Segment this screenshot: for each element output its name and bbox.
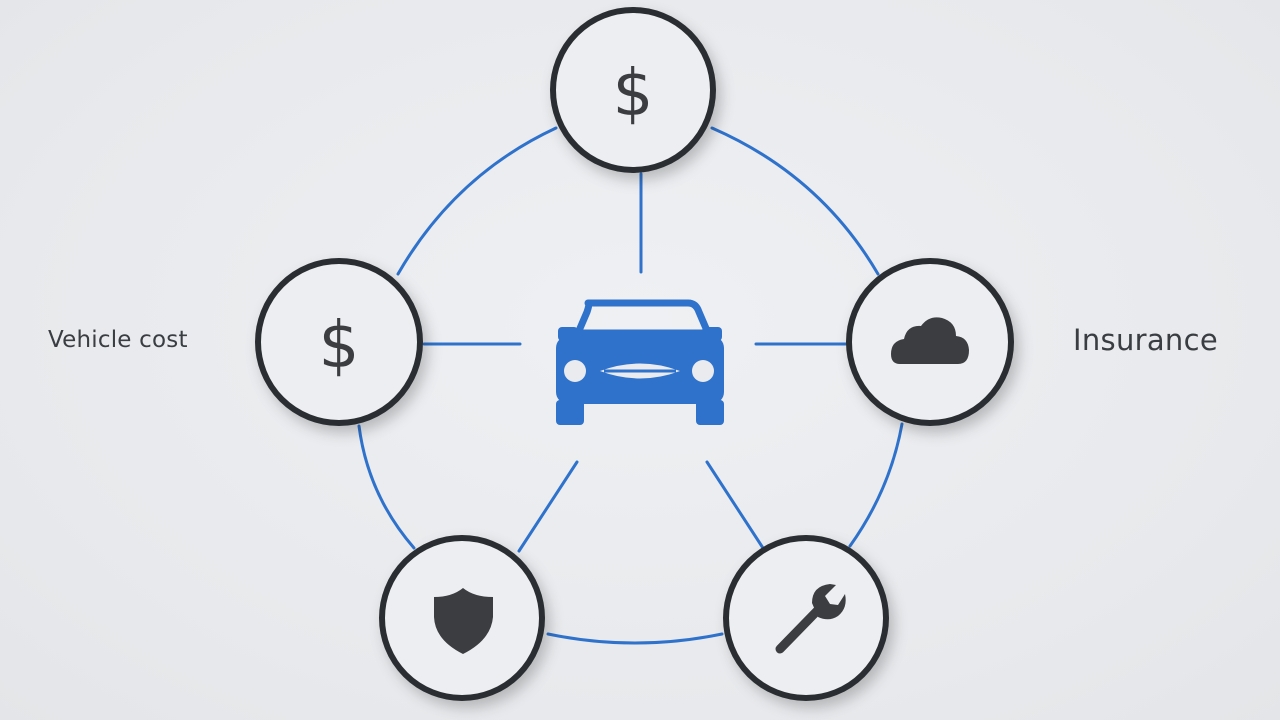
wrench-icon <box>775 584 846 654</box>
node-bottom-right <box>723 535 889 701</box>
node-top: $ <box>550 7 716 173</box>
node-right <box>846 258 1014 426</box>
node-left: $ <box>255 258 423 426</box>
connector-arc-left-bottom <box>357 424 416 550</box>
shield-icon <box>434 588 493 654</box>
outer-connector-ring <box>357 126 904 645</box>
dollar-icon: $ <box>613 57 654 131</box>
connector-arc-bottom <box>546 632 724 645</box>
node-bottom-left <box>379 535 545 701</box>
car-icon <box>556 299 724 425</box>
dollar-icon: $ <box>319 309 360 383</box>
vehicle-cost-label: Vehicle cost <box>48 327 188 353</box>
connector-arc-top-right <box>710 126 880 276</box>
spoke-bottom-right <box>705 460 765 550</box>
cloud-icon <box>891 317 969 364</box>
insurance-label: Insurance <box>1073 323 1218 357</box>
spoke-bottom-left <box>517 460 579 553</box>
spokes <box>422 172 848 553</box>
connector-arc-top-left <box>396 126 558 276</box>
connector-arc-right-bottom <box>848 422 904 548</box>
